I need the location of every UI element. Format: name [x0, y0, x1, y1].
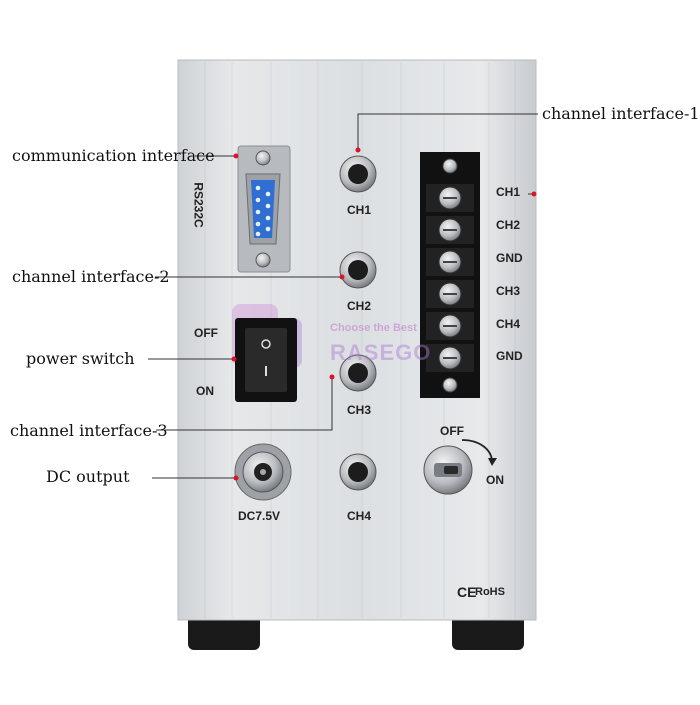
rohs-label: RoHS: [475, 586, 505, 598]
rocker-off-label: OFF: [194, 326, 218, 340]
dc-label: DC7.5V: [238, 509, 281, 523]
dc-jack: [234, 443, 292, 501]
left-foot: [188, 612, 260, 650]
key-off-label: OFF: [440, 424, 464, 438]
terminal-label-6: GND: [496, 349, 523, 363]
port-label-ch4: CH4: [347, 509, 372, 523]
port-label-ch1: CH1: [347, 203, 372, 217]
port-ch2: [339, 251, 377, 289]
watermark-brand: RASEGO: [330, 340, 432, 365]
port-ch1: [339, 155, 377, 193]
key-on-label: ON: [486, 473, 504, 487]
callout-dc-output: DC output: [46, 467, 130, 486]
right-foot: [452, 612, 524, 650]
callout-dots: [231, 147, 537, 481]
rocker-on-label: ON: [196, 384, 214, 398]
callout-channel-interface-1: channel interface-1: [542, 104, 700, 123]
terminal-label-1: CH1: [496, 185, 521, 199]
terminal-label-2: CH2: [496, 218, 521, 232]
rocker-switch: [235, 318, 297, 402]
terminal-label-4: CH3: [496, 284, 521, 298]
rs232-label: RS232C: [191, 182, 206, 228]
callout-power-switch: power switch: [26, 349, 135, 368]
terminal-block: [420, 152, 480, 398]
ce-mark: CE: [457, 584, 477, 600]
port-ch3: [339, 354, 377, 392]
key-switch: [423, 439, 497, 495]
leader-lines: [148, 113, 538, 479]
terminal-label-3: GND: [496, 251, 523, 265]
callout-communication-interface: communication interface: [12, 146, 215, 165]
callout-channel-interface-3: channel interface-3: [10, 421, 168, 440]
watermark-top: Choose the Best: [330, 322, 417, 334]
port-ch4: [339, 453, 377, 491]
callout-channel-interface-2: channel interface-2: [12, 267, 170, 286]
db9-connector: [237, 145, 291, 273]
terminal-label-5: CH4: [496, 317, 521, 331]
port-label-ch3: CH3: [347, 403, 372, 417]
port-label-ch2: CH2: [347, 299, 372, 313]
